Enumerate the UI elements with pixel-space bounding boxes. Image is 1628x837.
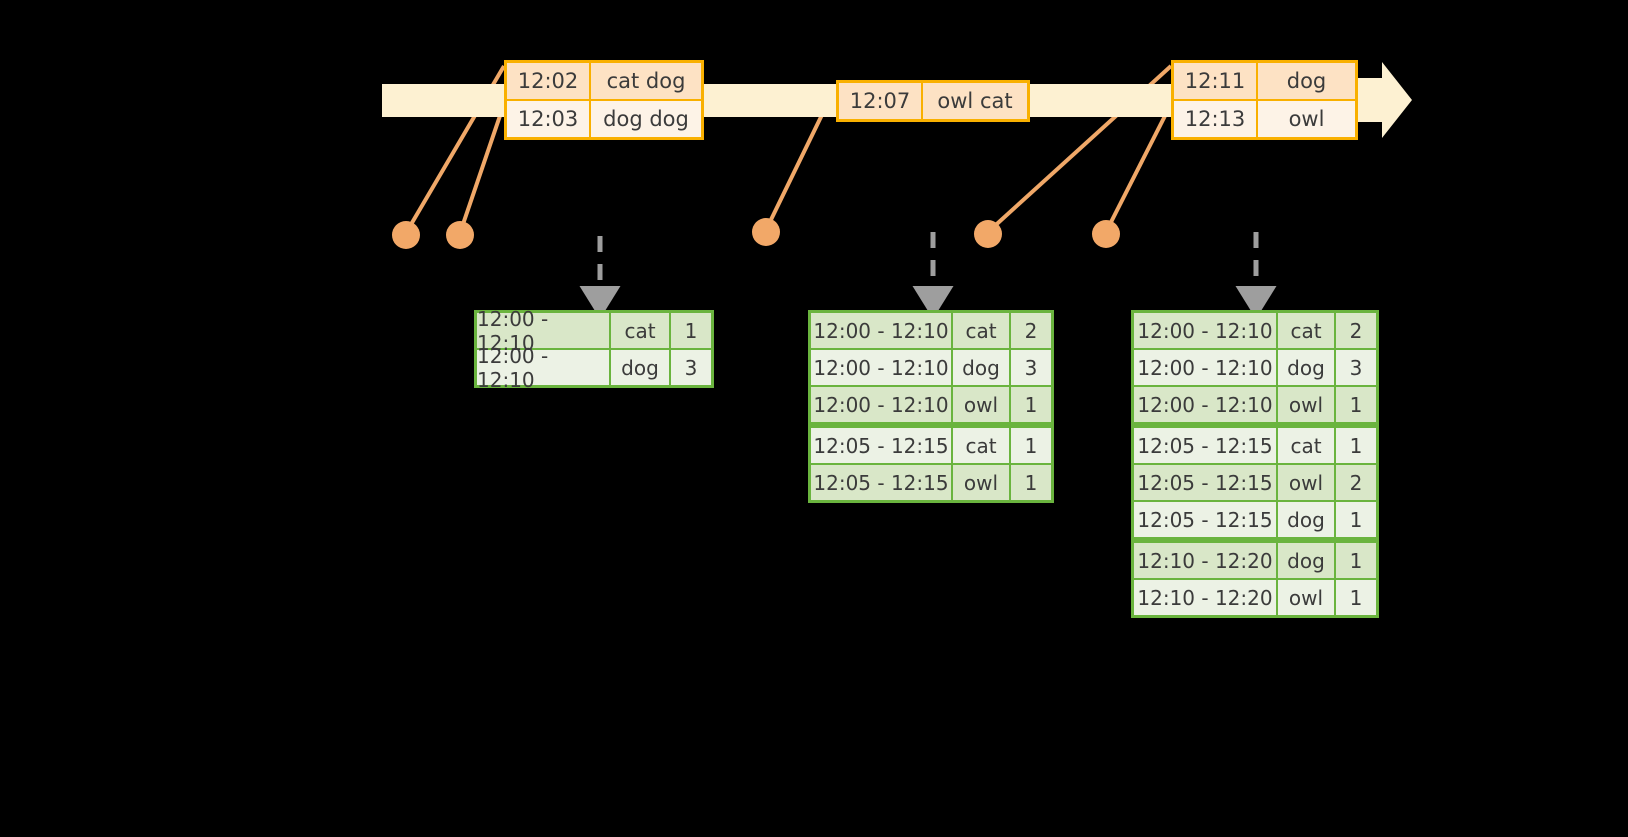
table-row: 12:00 - 12:10 owl 1 — [811, 387, 1051, 422]
event-words: dog dog — [591, 101, 701, 137]
cell-window: 12:05 - 12:15 — [1134, 428, 1276, 463]
result-table-2[interactable]: 12:00 - 12:10 cat 2 12:00 - 12:10 dog 3 … — [808, 310, 1054, 503]
cell-window: 12:10 - 12:20 — [1134, 580, 1276, 615]
cell-word: cat — [1278, 313, 1334, 348]
event-row: 12:02 cat dog — [507, 63, 701, 99]
cell-count: 1 — [671, 313, 711, 348]
event-dot-3 — [752, 218, 780, 246]
event-box-2[interactable]: 12:07 owl cat — [836, 80, 1030, 122]
event-dot-1 — [392, 221, 420, 249]
event-words: dog — [1258, 63, 1355, 99]
cell-count: 1 — [1336, 387, 1376, 422]
cell-window: 12:05 - 12:15 — [1134, 465, 1276, 500]
event-words: owl cat — [923, 83, 1027, 119]
cell-window: 12:00 - 12:10 — [477, 344, 609, 392]
table-row: 12:05 - 12:15 dog 1 — [1134, 502, 1376, 537]
event-row: 12:11 dog — [1174, 63, 1355, 99]
event-box-1[interactable]: 12:02 cat dog 12:03 dog dog — [504, 60, 704, 140]
cell-window: 12:05 - 12:15 — [811, 465, 951, 500]
cell-window: 12:00 - 12:10 — [811, 387, 951, 422]
cell-count: 2 — [1011, 313, 1051, 348]
table-row: 12:05 - 12:15 owl 1 — [811, 465, 1051, 500]
table-row: 12:00 - 12:10 dog 3 — [1134, 350, 1376, 385]
timeline-segment-mid-left — [694, 84, 839, 117]
event-row: 12:03 dog dog — [507, 101, 701, 137]
cell-window: 12:00 - 12:10 — [1134, 350, 1276, 385]
event-dot-4 — [974, 220, 1002, 248]
table-row: 12:00 - 12:10 cat 2 — [811, 313, 1051, 348]
row-group-divider — [1134, 539, 1376, 541]
table-row: 12:00 - 12:10 dog 3 — [811, 350, 1051, 385]
cell-count: 1 — [1336, 543, 1376, 578]
cell-count: 2 — [1336, 313, 1376, 348]
cell-word: cat — [953, 428, 1009, 463]
cell-word: owl — [1278, 465, 1334, 500]
cell-word: cat — [953, 313, 1009, 348]
table-row: 12:05 - 12:15 owl 2 — [1134, 465, 1376, 500]
cell-word: dog — [1278, 350, 1334, 385]
cell-window: 12:00 - 12:10 — [811, 313, 951, 348]
event-dot-2 — [446, 221, 474, 249]
timeline-segment-mid-right — [1028, 84, 1176, 117]
event-time: 12:11 — [1174, 63, 1256, 99]
event-row: 12:13 owl — [1174, 101, 1355, 137]
event-time: 12:03 — [507, 101, 589, 137]
cell-word: owl — [1278, 580, 1334, 615]
timeline-arrowhead — [1357, 62, 1412, 138]
event-time: 12:02 — [507, 63, 589, 99]
cell-word: owl — [1278, 387, 1334, 422]
cell-window: 12:05 - 12:15 — [1134, 502, 1276, 537]
connector-line-2 — [458, 103, 506, 234]
connector-line-5 — [1104, 103, 1173, 233]
cell-word: dog — [1278, 543, 1334, 578]
cell-window: 12:05 - 12:15 — [811, 428, 951, 463]
table-row: 12:00 - 12:10 owl 1 — [1134, 387, 1376, 422]
cell-count: 1 — [1011, 428, 1051, 463]
cell-count: 1 — [1011, 387, 1051, 422]
cell-word: owl — [953, 387, 1009, 422]
table-row: 12:05 - 12:15 cat 1 — [811, 428, 1051, 463]
event-row: 12:07 owl cat — [839, 83, 1027, 119]
table-row: 12:00 - 12:10 cat 2 — [1134, 313, 1376, 348]
event-words: cat dog — [591, 63, 701, 99]
cell-count: 1 — [1336, 502, 1376, 537]
result-table-1[interactable]: 12:00 - 12:10 cat 1 12:00 - 12:10 dog 3 — [474, 307, 714, 392]
event-box-3[interactable]: 12:11 dog 12:13 owl — [1171, 60, 1358, 140]
cell-count: 1 — [1336, 580, 1376, 615]
cell-word: dog — [1278, 502, 1334, 537]
cell-word: owl — [953, 465, 1009, 500]
cell-count: 2 — [1336, 465, 1376, 500]
cell-window: 12:00 - 12:10 — [1134, 387, 1276, 422]
table-row: 12:10 - 12:20 dog 1 — [1134, 543, 1376, 578]
cell-word: cat — [1278, 428, 1334, 463]
cell-count: 1 — [1336, 428, 1376, 463]
event-time: 12:07 — [839, 83, 921, 119]
table-row: 12:00 - 12:10 dog 3 — [477, 344, 711, 392]
result-table-3[interactable]: 12:00 - 12:10 cat 2 12:00 - 12:10 dog 3 … — [1131, 310, 1379, 618]
flow-arrows — [579, 232, 1277, 319]
event-time: 12:13 — [1174, 101, 1256, 137]
cell-word: dog — [611, 350, 669, 385]
cell-window: 12:00 - 12:10 — [1134, 313, 1276, 348]
cell-window: 12:10 - 12:20 — [1134, 543, 1276, 578]
event-dots — [392, 218, 1120, 249]
timeline-segment-left — [382, 84, 507, 117]
row-group-divider — [811, 424, 1051, 426]
cell-count: 3 — [1336, 350, 1376, 385]
table-row: 12:10 - 12:20 owl 1 — [1134, 580, 1376, 615]
table-row: 12:05 - 12:15 cat 1 — [1134, 428, 1376, 463]
row-group-divider — [1134, 424, 1376, 426]
cell-word: cat — [611, 313, 669, 348]
cell-count: 1 — [1011, 465, 1051, 500]
event-words: owl — [1258, 101, 1355, 137]
event-dot-5 — [1092, 220, 1120, 248]
cell-window: 12:00 - 12:10 — [811, 350, 951, 385]
cell-word: dog — [953, 350, 1009, 385]
cell-count: 3 — [1011, 350, 1051, 385]
cell-count: 3 — [671, 350, 711, 385]
